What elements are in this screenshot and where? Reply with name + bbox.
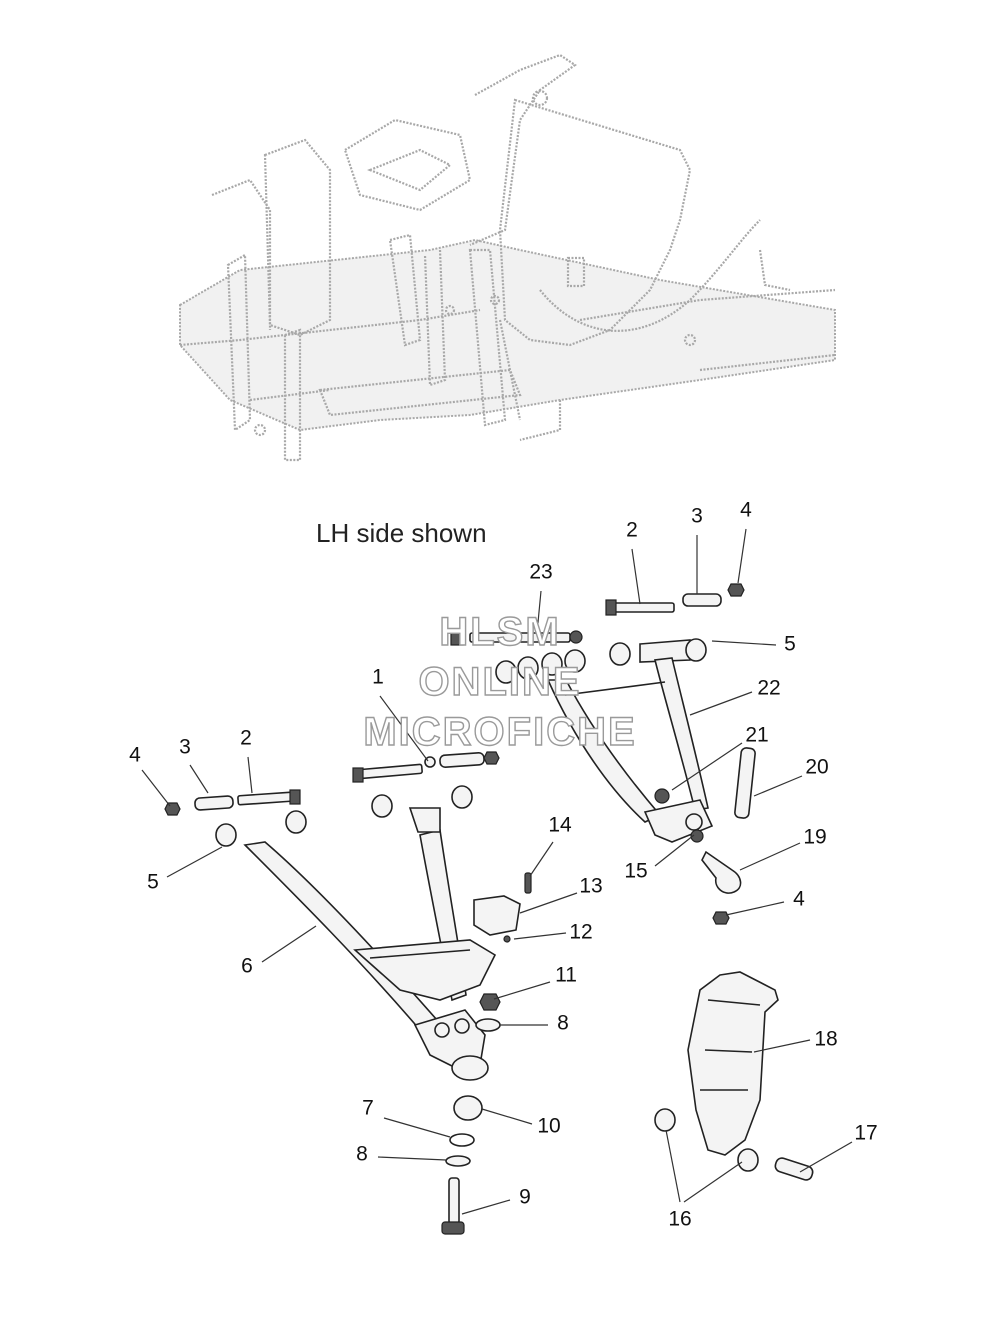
callout-c5b: 5	[147, 871, 159, 894]
callout-c4c: 4	[793, 888, 805, 911]
callout-c23: 23	[529, 561, 552, 584]
spindle-18	[687, 971, 779, 1156]
callout-c14: 14	[548, 814, 572, 837]
callout-c17: 17	[854, 1122, 877, 1145]
watermark-line-2: ONLINE	[418, 659, 582, 704]
leader-line-c17	[799, 1141, 853, 1173]
nut-upper-rear	[727, 583, 745, 597]
callout-c15: 15	[624, 860, 647, 883]
sleeve-upper-rear	[682, 593, 722, 607]
watermark-line-3: MICROFICHE	[363, 709, 637, 754]
nut-upper-front	[450, 630, 464, 646]
leader-line-c22	[689, 691, 753, 716]
callout-c12: 12	[569, 921, 592, 944]
ball-joint-19	[701, 850, 742, 894]
leader-line-c15	[654, 834, 695, 867]
leader-line-c8b	[377, 1156, 447, 1161]
callout-c9: 9	[519, 1186, 531, 1209]
callout-c6: 6	[241, 955, 253, 978]
leader-line-c4b	[141, 769, 171, 807]
callout-c20: 20	[805, 756, 828, 779]
callout-c2a: 2	[626, 519, 638, 542]
leader-line-c6	[261, 925, 317, 963]
leader-line-c13	[519, 892, 578, 914]
pin-17	[774, 1157, 814, 1181]
leader-line-c16b	[683, 1161, 743, 1203]
callout-c4b: 4	[129, 744, 141, 767]
bolt-head	[605, 599, 617, 616]
leader-line-c10	[481, 1108, 533, 1125]
callout-c16: 16	[668, 1208, 691, 1231]
callout-c7: 7	[362, 1097, 374, 1120]
callout-c2b: 2	[240, 727, 252, 750]
bushing-upper	[685, 638, 707, 662]
leader-line-c20	[753, 775, 803, 797]
callout-c8a: 8	[557, 1012, 569, 1035]
callout-c1: 1	[372, 666, 384, 689]
callout-c4a: 4	[740, 499, 752, 522]
leader-line-c3b	[189, 764, 209, 794]
callout-c22: 22	[757, 677, 780, 700]
nut-15	[690, 829, 704, 843]
callout-c8b: 8	[356, 1143, 368, 1166]
leader-line-c14	[529, 841, 554, 877]
upper-a-arm-assembly	[450, 583, 756, 925]
callout-c18: 18	[814, 1028, 837, 1051]
leader-line-c18	[753, 1039, 811, 1053]
leader-line-c1	[379, 695, 429, 762]
leader-line-c4c	[725, 901, 785, 916]
leader-line-c2b	[247, 756, 253, 794]
leader-line-c4a	[737, 528, 747, 584]
callout-c5a: 5	[784, 633, 796, 656]
leader-line-c5b	[166, 846, 223, 878]
leader-line-c19	[739, 842, 801, 871]
leader-line-c11	[493, 981, 551, 1000]
pin-20	[734, 747, 756, 819]
callout-c19: 19	[803, 826, 826, 849]
leader-line-c9	[461, 1199, 511, 1215]
diagram-caption: LH side shown	[316, 518, 487, 548]
callout-c3b: 3	[179, 736, 191, 759]
callout-c13: 13	[579, 875, 602, 898]
leader-line-c16	[665, 1129, 681, 1203]
callout-c21: 21	[745, 724, 768, 747]
leader-line-c12	[513, 932, 567, 940]
chassis-frame-illustration	[179, 53, 836, 462]
leader-line-c23	[536, 590, 542, 634]
callout-c3a: 3	[691, 505, 703, 528]
leader-line-c5a	[711, 640, 777, 646]
leader-line-c21	[671, 742, 743, 791]
callout-c11: 11	[555, 964, 577, 987]
spindle-knuckle-assembly	[654, 971, 814, 1181]
callout-c10: 10	[537, 1115, 560, 1138]
leader-line-c7	[383, 1117, 451, 1138]
lower-a-arm-assembly	[164, 751, 532, 1235]
leader-line-c2a	[631, 548, 641, 605]
watermark-line-1: HLSM	[439, 609, 561, 654]
